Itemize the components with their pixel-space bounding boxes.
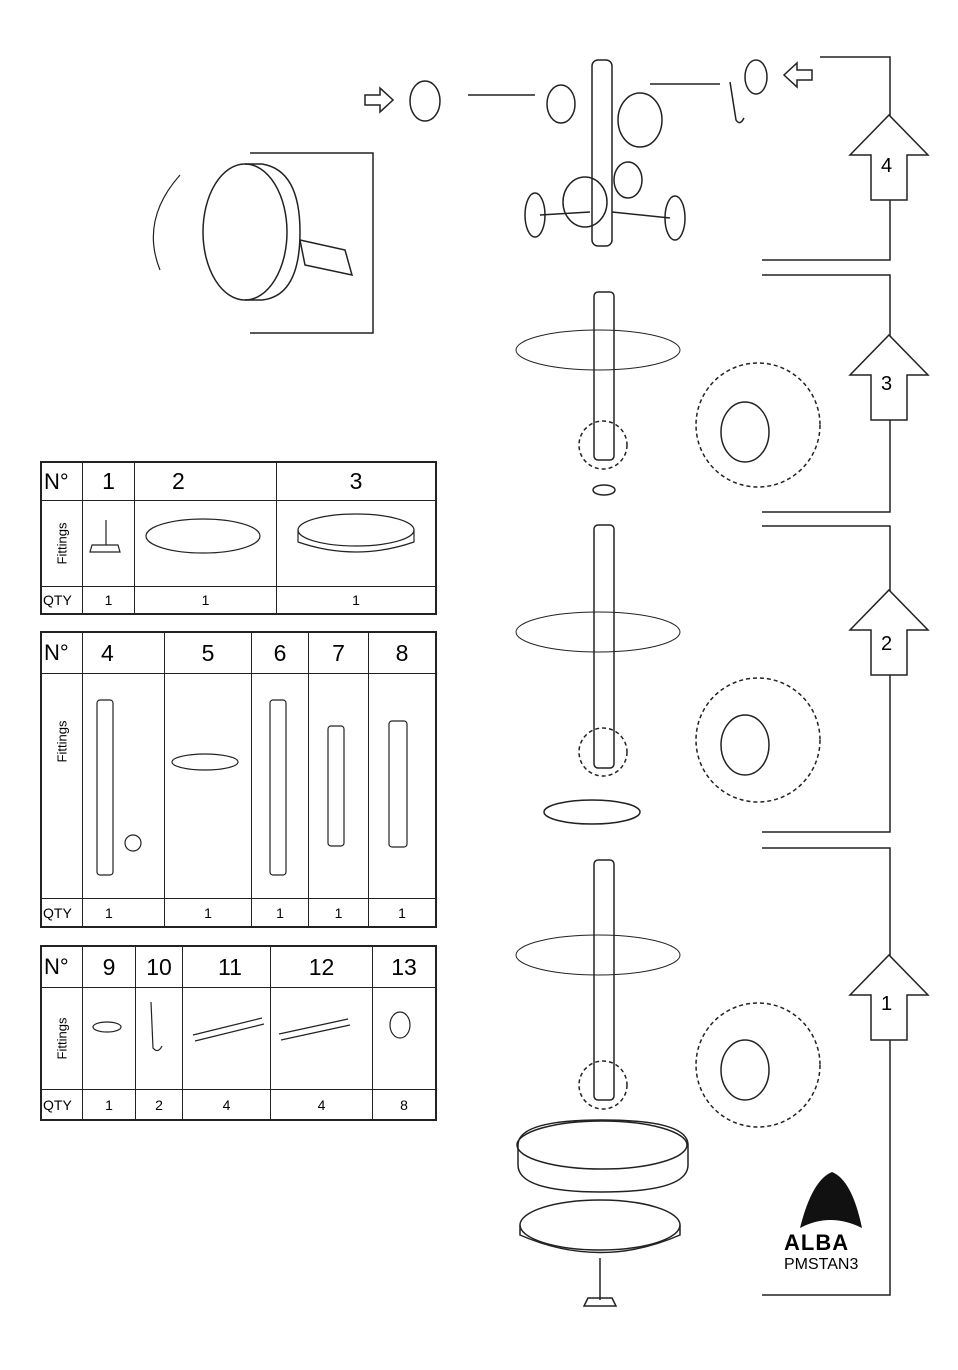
part-number: 7 bbox=[308, 633, 368, 673]
no-label: N° bbox=[44, 954, 69, 979]
part-qty: 1 bbox=[82, 586, 134, 613]
part-number: 4 bbox=[82, 633, 164, 673]
part-qty: 1 bbox=[251, 898, 308, 926]
qty-label: QTY bbox=[42, 586, 82, 613]
fitting-image-cell bbox=[135, 987, 182, 1089]
part-number: 10 bbox=[135, 947, 182, 987]
part-qty: 1 bbox=[368, 898, 435, 926]
part-qty: 1 bbox=[276, 586, 435, 613]
stand-top-assembly bbox=[364, 59, 813, 247]
part-qty: 8 bbox=[372, 1089, 435, 1119]
no-label: N° bbox=[44, 640, 69, 665]
model-number: PMSTAN3 bbox=[784, 1256, 859, 1273]
fitting-image-cell bbox=[134, 500, 276, 586]
pole-sections bbox=[515, 291, 821, 1307]
step-number-4: 4 bbox=[881, 155, 893, 177]
part-number: 11 bbox=[182, 947, 270, 987]
step-brackets bbox=[762, 56, 930, 1296]
part-number: 1 bbox=[82, 463, 134, 500]
fitting-image-cell bbox=[251, 673, 308, 898]
fitting-image-cell bbox=[82, 673, 164, 898]
alba-logo-mark bbox=[800, 1172, 862, 1228]
part-qty: 4 bbox=[270, 1089, 372, 1119]
fitting-image-cell bbox=[164, 673, 251, 898]
step-number-2: 2 bbox=[881, 633, 893, 655]
fitting-image-cell bbox=[308, 673, 368, 898]
fittings-table-3: N° Fittings QTY 9 10 11 12 13 1 2 4 4 8 bbox=[40, 945, 437, 1121]
part-number: 8 bbox=[368, 633, 435, 673]
part-qty: 1 bbox=[134, 586, 276, 613]
fittings-label: Fittings bbox=[42, 500, 82, 586]
part-number: 12 bbox=[270, 947, 372, 987]
fitting-image-cell bbox=[82, 500, 134, 586]
fitting-image-cell bbox=[82, 987, 135, 1089]
part-number: 9 bbox=[82, 947, 135, 987]
fittings-label: Fittings bbox=[42, 673, 82, 898]
fitting-image-cell bbox=[276, 500, 435, 586]
part-qty: 1 bbox=[82, 1089, 135, 1119]
part-qty: 2 bbox=[135, 1089, 182, 1119]
fitting-image-cell bbox=[368, 673, 435, 898]
part-qty: 4 bbox=[182, 1089, 270, 1119]
part-number: 2 bbox=[134, 463, 276, 500]
part-number: 6 bbox=[251, 633, 308, 673]
fittings-table-2: N° Fittings QTY 4 5 6 7 8 1 1 1 1 1 bbox=[40, 631, 437, 928]
part-qty: 1 bbox=[82, 898, 164, 926]
part-qty: 1 bbox=[164, 898, 251, 926]
detail-disc-screw bbox=[152, 152, 374, 334]
fitting-image-cell bbox=[372, 987, 435, 1089]
qty-label: QTY bbox=[42, 1089, 82, 1119]
qty-label: QTY bbox=[42, 898, 82, 926]
part-number: 3 bbox=[276, 463, 435, 500]
step-number-1: 1 bbox=[881, 993, 893, 1015]
fittings-thumbnails bbox=[89, 513, 415, 1052]
fitting-image-cell bbox=[270, 987, 372, 1089]
fitting-image-cell bbox=[182, 987, 270, 1089]
step-number-3: 3 bbox=[881, 373, 893, 395]
part-qty: 1 bbox=[308, 898, 368, 926]
fittings-table-1: N° Fittings QTY 1 2 3 1 1 1 bbox=[40, 461, 437, 615]
brand-logo-text: ALBA bbox=[784, 1230, 850, 1255]
no-label: N° bbox=[44, 468, 69, 494]
part-number: 5 bbox=[164, 633, 251, 673]
fittings-label: Fittings bbox=[42, 987, 82, 1089]
part-number: 13 bbox=[372, 947, 435, 987]
